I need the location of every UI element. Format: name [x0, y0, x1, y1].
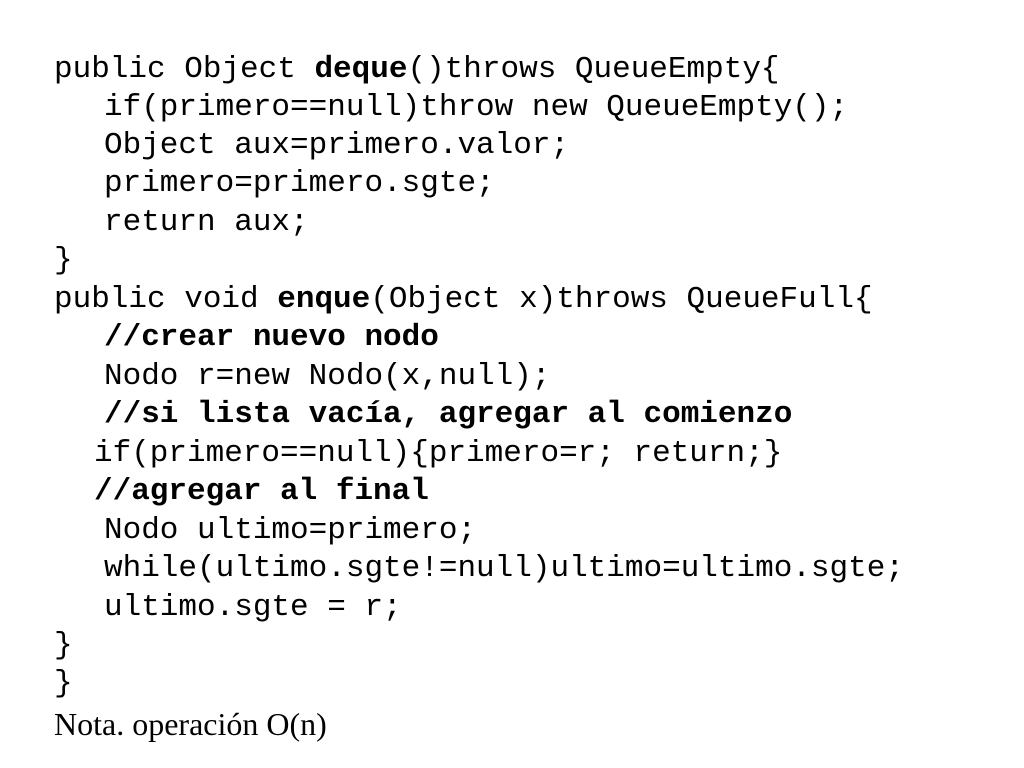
code-line: if(primero==null){primero=r; return;}	[94, 435, 782, 473]
code-segment: if(primero==null){primero=r; return;}	[94, 436, 783, 471]
code-line: while(ultimo.sgte!=null)ultimo=ultimo.sg…	[104, 550, 904, 588]
code-comment-line: //agregar al final	[94, 473, 429, 511]
code-line: }	[54, 242, 73, 280]
code-segment: if(primero==null)throw new QueueEmpty();	[104, 90, 849, 125]
code-line: Object aux=primero.valor;	[104, 127, 569, 165]
code-segment: return aux;	[104, 205, 309, 240]
code-bold-segment: //agregar al final	[94, 474, 429, 509]
code-segment: while(ultimo.sgte!=null)ultimo=ultimo.sg…	[104, 551, 904, 586]
code-segment: primero=primero.sgte;	[104, 166, 495, 201]
code-line: Nodo r=new Nodo(x,null);	[104, 358, 550, 396]
code-segment: public Object	[54, 52, 315, 87]
code-bold-segment: deque	[314, 52, 408, 87]
code-line: public void enque(Object x)throws QueueF…	[54, 281, 873, 319]
code-segment: }	[54, 628, 73, 663]
code-bold-segment: //crear nuevo nodo	[104, 320, 439, 355]
code-line: Nodo ultimo=primero;	[104, 512, 476, 550]
code-line: }	[54, 627, 73, 665]
code-segment: ()throws QueueEmpty{	[407, 52, 780, 87]
code-line: primero=primero.sgte;	[104, 165, 495, 203]
code-line: if(primero==null)throw new QueueEmpty();	[104, 89, 848, 127]
code-segment: public void	[54, 282, 278, 317]
code-bold-segment: //si lista vacía, agregar al comienzo	[104, 397, 793, 432]
code-segment: Nodo r=new Nodo(x,null);	[104, 359, 551, 394]
code-bold-segment: enque	[277, 282, 371, 317]
code-line: return aux;	[104, 204, 309, 242]
code-segment: }	[54, 243, 73, 278]
code-comment-line: //crear nuevo nodo	[104, 319, 439, 357]
code-segment: (Object x)throws QueueFull{	[370, 282, 873, 317]
complexity-note: Nota. operación O(n)	[54, 706, 327, 742]
code-segment: ultimo.sgte = r;	[104, 590, 402, 625]
code-comment-line: //si lista vacía, agregar al comienzo	[104, 396, 792, 434]
code-line: ultimo.sgte = r;	[104, 589, 402, 627]
code-line: }	[54, 665, 73, 703]
code-segment: Object aux=primero.valor;	[104, 128, 570, 163]
code-segment: Nodo ultimo=primero;	[104, 513, 477, 548]
code-segment: }	[54, 666, 73, 701]
code-line: public Object deque()throws QueueEmpty{	[54, 51, 780, 89]
